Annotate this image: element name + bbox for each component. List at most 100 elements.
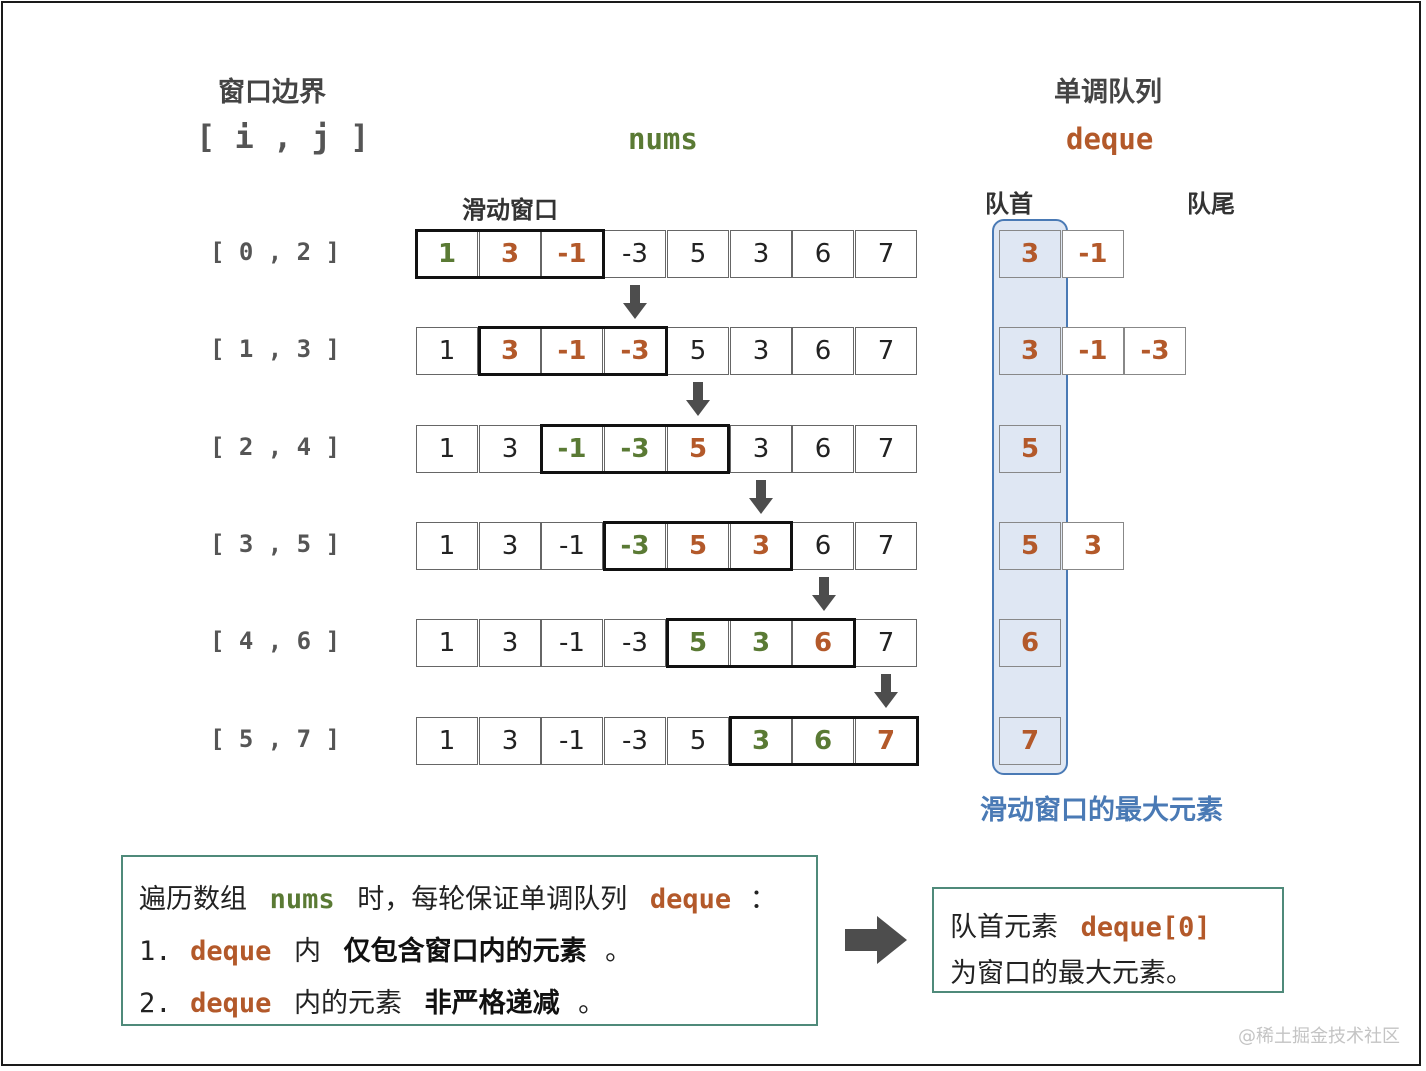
explain-text: 遍历数组 — [139, 884, 247, 915]
explain-text: 内 — [293, 936, 321, 967]
queue-tail-label: 队尾 — [1187, 190, 1235, 218]
nums-cell: 3 — [730, 425, 792, 473]
explain-line-2: 1. deque 内 仅包含窗口内的元素 。 — [139, 929, 632, 968]
explain-line-3: 2. deque 内的元素 非严格递减 。 — [139, 981, 605, 1020]
nums-cell: -3 — [604, 619, 666, 667]
queue-head-label: 队首 — [985, 190, 1033, 218]
deque-label: deque — [1066, 122, 1154, 156]
nums-cell: -3 — [604, 522, 666, 570]
nums-cell: 1 — [416, 327, 478, 375]
deque-cell: 5 — [999, 522, 1061, 570]
down-arrow-icon — [623, 285, 647, 319]
explain-line-1: 遍历数组 nums 时，每轮保证单调队列 deque ： — [139, 877, 777, 916]
nums-label: nums — [628, 122, 698, 156]
nums-cell: 6 — [792, 425, 854, 473]
nums-cell: 6 — [792, 522, 854, 570]
deque-cell: 7 — [999, 717, 1061, 765]
nums-cell: 3 — [730, 230, 792, 278]
deque-cell: -1 — [1062, 327, 1124, 375]
down-arrow-icon — [686, 382, 710, 416]
window-range-label: [ 0 , 2 ] — [209, 238, 341, 266]
explain-bold: 仅包含窗口内的元素 — [343, 936, 587, 967]
result-line-1: 队首元素 deque[0] — [950, 905, 1211, 944]
explain-text: 内的元素 — [293, 988, 402, 1019]
nums-cell: 7 — [855, 327, 917, 375]
nums-cell: -1 — [541, 717, 603, 765]
deque-head-highlight — [992, 219, 1068, 775]
explain-text: ： — [749, 884, 777, 915]
nums-cell: 1 — [416, 425, 478, 473]
nums-cell: 3 — [479, 619, 541, 667]
explain-deque: deque — [649, 884, 732, 915]
nums-cell: 6 — [792, 717, 854, 765]
nums-cell: -3 — [604, 717, 666, 765]
deque-cell: 3 — [1062, 522, 1124, 570]
window-range-label: [ 2 , 4 ] — [209, 433, 341, 461]
result-box: 队首元素 deque[0] 为窗口的最大元素。 — [932, 887, 1284, 993]
explain-text: 。 — [605, 936, 633, 967]
nums-cell: 1 — [416, 619, 478, 667]
explain-text: 时，每轮保证单调队列 — [357, 884, 628, 915]
nums-cell: 6 — [792, 230, 854, 278]
window-range-label: [ 3 , 5 ] — [209, 530, 341, 558]
nums-cell: 3 — [730, 717, 792, 765]
deque-cell: 3 — [999, 327, 1061, 375]
nums-cell: -1 — [541, 230, 603, 278]
nums-cell: -1 — [541, 522, 603, 570]
nums-cell: 1 — [416, 230, 478, 278]
explanation-box: 遍历数组 nums 时，每轮保证单调队列 deque ： 1. deque 内 … — [121, 855, 818, 1026]
explain-bold: 非严格递减 — [424, 988, 560, 1019]
nums-cell: 6 — [792, 619, 854, 667]
result-code: deque[0] — [1080, 912, 1211, 943]
explain-nums: nums — [269, 884, 335, 915]
deque-cell: 3 — [999, 230, 1061, 278]
right-arrow-icon — [845, 916, 907, 964]
window-range-label: [ 1 , 3 ] — [209, 335, 341, 363]
window-range-label: [ 5 , 7 ] — [209, 725, 341, 753]
nums-cell: 5 — [667, 327, 729, 375]
nums-cell: 7 — [855, 230, 917, 278]
window-range-label: [ 4 , 6 ] — [209, 627, 341, 655]
explain-deque: deque — [190, 936, 272, 967]
max-element-label: 滑动窗口的最大元素 — [980, 795, 1223, 826]
nums-cell: -1 — [541, 619, 603, 667]
nums-cell: 7 — [855, 522, 917, 570]
explain-deque: deque — [190, 988, 272, 1019]
nums-cell: 5 — [667, 230, 729, 278]
nums-cell: -3 — [604, 230, 666, 278]
nums-cell: 3 — [479, 522, 541, 570]
nums-cell: 1 — [416, 717, 478, 765]
nums-cell: 5 — [667, 522, 729, 570]
sliding-window-label: 滑动窗口 — [462, 196, 558, 224]
nums-cell: 3 — [479, 327, 541, 375]
nums-cell: 3 — [479, 230, 541, 278]
nums-cell: 6 — [792, 327, 854, 375]
nums-cell: 3 — [479, 717, 541, 765]
explain-number: 1. — [139, 936, 172, 967]
nums-cell: 7 — [855, 425, 917, 473]
nums-cell: -3 — [604, 327, 666, 375]
result-line-2: 为窗口的最大元素。 — [950, 958, 1193, 989]
down-arrow-icon — [749, 480, 773, 514]
deque-cell: -3 — [1124, 327, 1186, 375]
nums-cell: 3 — [730, 619, 792, 667]
deque-title: 单调队列 — [1054, 77, 1162, 108]
nums-cell: 5 — [667, 425, 729, 473]
watermark: @稀土掘金技术社区 — [1238, 1026, 1400, 1047]
nums-cell: 7 — [855, 717, 917, 765]
nums-cell: 5 — [667, 619, 729, 667]
nums-cell: 5 — [667, 717, 729, 765]
nums-cell: -3 — [604, 425, 666, 473]
window-bound-subtitle: [ i , j ] — [196, 118, 370, 156]
down-arrow-icon — [812, 577, 836, 611]
deque-cell: 6 — [999, 619, 1061, 667]
window-bound-title: 窗口边界 — [218, 77, 326, 108]
nums-cell: -1 — [541, 327, 603, 375]
nums-cell: 3 — [730, 522, 792, 570]
explain-number: 2. — [139, 988, 172, 1019]
nums-cell: 3 — [730, 327, 792, 375]
result-text: 队首元素 — [950, 912, 1058, 943]
nums-cell: 3 — [479, 425, 541, 473]
explain-text: 。 — [578, 988, 606, 1019]
